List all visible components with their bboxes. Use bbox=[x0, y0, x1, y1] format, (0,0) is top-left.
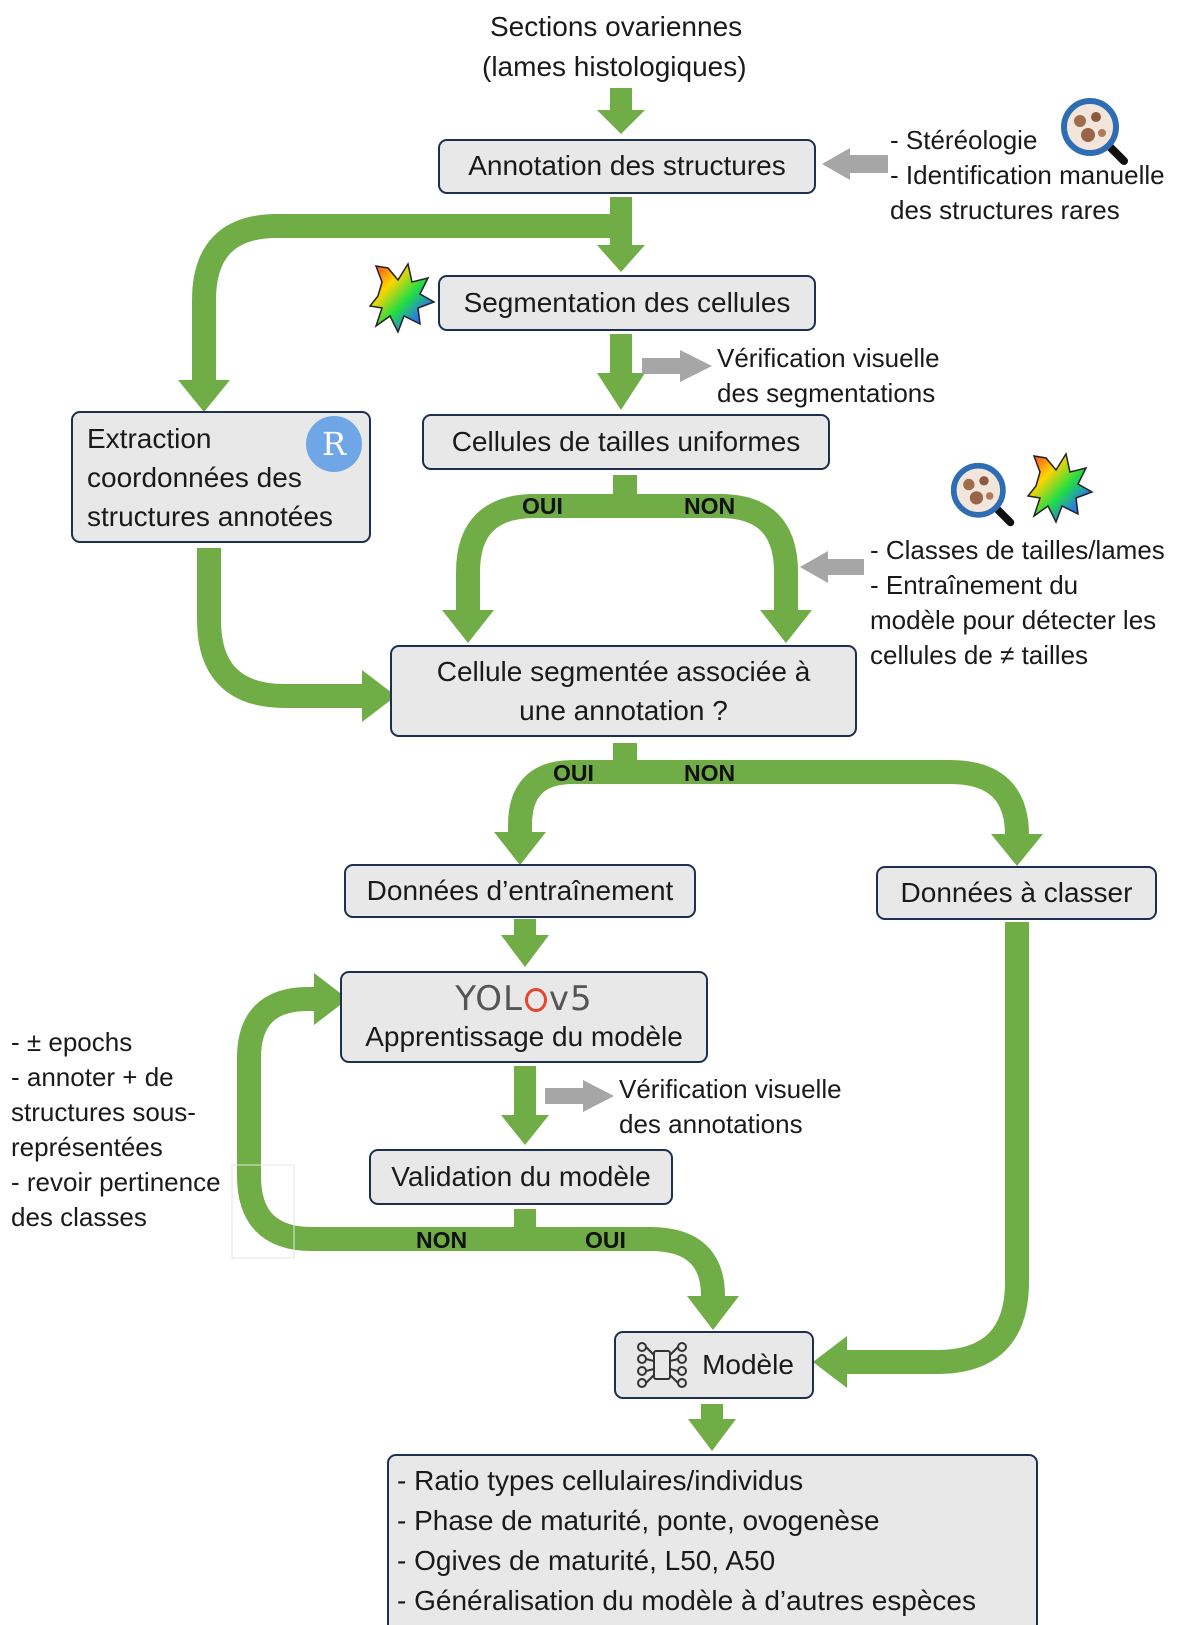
segmented-cell-icon-2 bbox=[1026, 452, 1094, 524]
note-size-classes-line-2: - Entraînement du bbox=[870, 570, 1079, 600]
node-extraction: Extraction coordonnées des structures an… bbox=[71, 411, 371, 543]
node-uniform-sizes: Cellules de tailles uniformes bbox=[422, 414, 830, 470]
node-annotation-label: Annotation des structures bbox=[468, 150, 786, 182]
branch-uniform-no: NON bbox=[684, 493, 736, 519]
title-line-1: Sections ovariennes bbox=[490, 11, 743, 42]
note-size-classes-line-4: cellules de ≠ tailles bbox=[870, 640, 1089, 670]
note-verif-seg-line-2: des segmentations bbox=[717, 378, 936, 408]
node-segmentation-label: Segmentation des cellules bbox=[463, 286, 791, 318]
r-logo-text: R bbox=[321, 425, 347, 463]
node-training-data: Données d’entraînement bbox=[344, 864, 696, 918]
note-size-classes-line-1: - Classes de tailles/lames bbox=[870, 535, 1165, 565]
note-improve-line-5: - revoir pertinence bbox=[11, 1167, 221, 1197]
note-size-classes-line-3: modèle pour détecter les bbox=[870, 605, 1157, 635]
microscope-magnifier-icon-2 bbox=[950, 462, 1015, 527]
node-results: - Ratio types cellulaires/individus - Ph… bbox=[387, 1454, 1038, 1625]
note-stereology-line-2: - Identification manuelle bbox=[890, 160, 1165, 190]
results-line-2: - Phase de maturité, ponte, ovogenèse bbox=[397, 1505, 880, 1536]
note-improve-line-2: - annoter + de bbox=[11, 1062, 174, 1092]
results-line-1: - Ratio types cellulaires/individus bbox=[397, 1465, 804, 1496]
note-verif-annotations: Vérification visuelle des annotations bbox=[619, 1072, 842, 1142]
node-extraction-line-3: structures annotées bbox=[87, 501, 333, 532]
note-verif-segmentation: Vérification visuelle des segmentations bbox=[717, 341, 940, 411]
results-line-3: - Ogives de maturité, L50, A50 bbox=[397, 1545, 776, 1576]
microscope-magnifier-icon bbox=[1061, 98, 1128, 165]
node-association: Cellule segmentée associée à une annotat… bbox=[390, 645, 857, 737]
note-size-classes: - Classes de tailles/lames - Entraînemen… bbox=[870, 533, 1165, 673]
node-association-line-1: Cellule segmentée associée à bbox=[436, 656, 811, 687]
node-association-line-2: une annotation ? bbox=[519, 695, 728, 726]
segmented-cell-icon bbox=[368, 262, 436, 334]
node-data-to-classify: Données à classer bbox=[876, 866, 1157, 920]
note-verif-ann-line-1: Vérification visuelle bbox=[619, 1074, 842, 1104]
title-line-2: (lames histologiques) bbox=[482, 51, 747, 82]
branch-uniform-yes: OUI bbox=[522, 493, 563, 519]
results-line-4: - Généralisation du modèle à d’autres es… bbox=[397, 1585, 977, 1616]
branch-assoc-yes: OUI bbox=[553, 760, 594, 786]
node-validation-label: Validation du modèle bbox=[391, 1160, 651, 1192]
note-improve-line-3: structures sous- bbox=[11, 1097, 196, 1127]
node-model-validation: Validation du modèle bbox=[369, 1149, 673, 1205]
branch-valid-yes: OUI bbox=[585, 1227, 626, 1253]
note-verif-seg-line-1: Vérification visuelle bbox=[717, 343, 940, 373]
note-verif-ann-line-2: des annotations bbox=[619, 1109, 803, 1139]
r-logo-icon: R bbox=[306, 416, 362, 472]
note-stereology-line-3: des structures rares bbox=[890, 195, 1120, 225]
node-extraction-line-1: Extraction bbox=[87, 423, 212, 454]
note-improve-line-4: représentées bbox=[11, 1132, 163, 1162]
note-stereology-line-1: - Stéréologie bbox=[890, 125, 1038, 155]
note-improve-line-6: des classes bbox=[11, 1202, 147, 1232]
note-improve-line-1: - ± epochs bbox=[11, 1027, 133, 1057]
node-extraction-line-2: coordonnées des bbox=[87, 462, 302, 493]
node-segmentation: Segmentation des cellules bbox=[438, 275, 816, 331]
node-model: Modèle bbox=[614, 1331, 814, 1399]
node-training-data-label: Données d’entraînement bbox=[366, 874, 674, 906]
node-to-classify-label: Données à classer bbox=[900, 876, 1133, 908]
note-stereology: - Stéréologie - Identification manuelle … bbox=[890, 123, 1165, 228]
node-uniform-label: Cellules de tailles uniformes bbox=[451, 425, 801, 457]
note-improvements: - ± epochs - annoter + de structures sou… bbox=[11, 1025, 221, 1235]
branch-assoc-no: NON bbox=[684, 760, 736, 786]
branch-valid-no: NON bbox=[416, 1227, 468, 1253]
node-model-label: Modèle bbox=[702, 1348, 794, 1380]
node-annotation: Annotation des structures bbox=[438, 139, 816, 194]
neural-network-icon bbox=[637, 1342, 688, 1388]
node-learning-label: Apprentissage du modèle bbox=[365, 1021, 683, 1052]
